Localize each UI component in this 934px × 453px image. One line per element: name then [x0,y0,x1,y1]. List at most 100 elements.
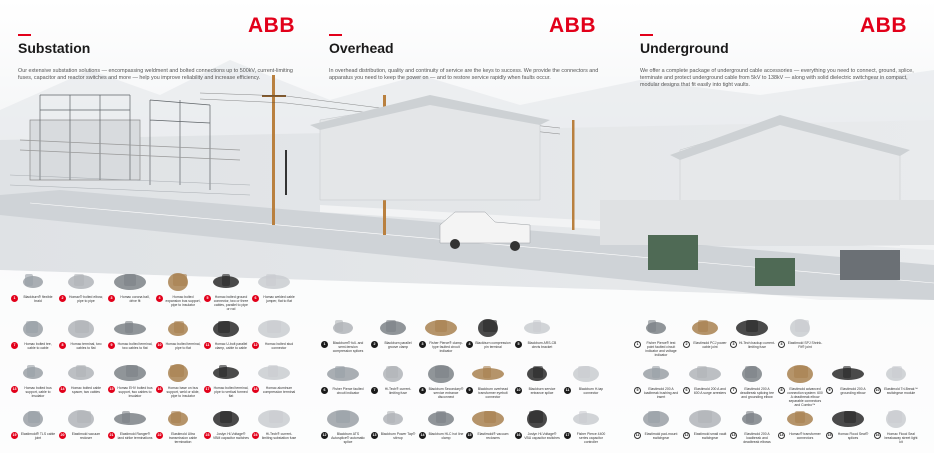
product-label: Homac bolted ground connector, two or th… [213,294,249,311]
product-number-badge: 1 [321,341,328,348]
product-number-badge: 5 [634,387,641,394]
product-number-badge: 10 [874,387,881,394]
product-number-badge: 16 [874,432,881,439]
product-label: Homac Flood Seal® splices [837,431,869,440]
product-label: Hi-Tech® current-limiting substation fus… [261,431,297,440]
title-accent-bar [640,34,653,36]
product-label: Elastimold Ranger® land strike terminati… [117,431,153,440]
pickup-truck [439,211,531,251]
product-image [254,359,294,385]
product-label: Elastimold small vault switchgear [693,431,727,440]
product-number-badge: 5 [515,341,522,348]
product-number-badge: 12 [321,432,328,439]
product-number-badge: 10 [515,387,522,394]
product-number-badge: 11 [204,342,211,349]
product-image [206,268,246,294]
product-image [876,360,916,386]
product-number-badge: 8 [778,387,785,394]
product-label: Elastimold 200 A loadbreak bushing and i… [643,386,679,399]
product-image [158,268,198,294]
product-label: Blackburn® full- and semi-tension compre… [332,340,364,353]
product-image [373,314,413,340]
product-image [636,405,676,431]
product-number-badge: 2 [371,341,378,348]
product-label: Homac bolted terminal, pipe to flat [165,341,201,350]
product-label: Homac bolted bus support, cable to insul… [24,385,52,398]
product-label: Homac® transformer connectors [789,431,821,440]
product-number-badge: 1 [11,295,18,302]
product-label: Elastimold vacuum recloser [71,431,101,440]
product-image [780,405,820,431]
product-number-badge: 16 [156,386,163,393]
substation-structure [19,94,241,190]
product-label: Fisher Pierce® test point faulted circui… [645,340,677,357]
product-image [61,268,101,294]
product-label: Homac bolted expansion bus support, pipe… [165,294,201,307]
product-number-badge: 17 [564,432,571,439]
product-image [517,314,557,340]
product-number-badge: 15 [826,432,833,439]
product-number-badge: 2 [59,295,66,302]
product-label: Homac U-bolt parallel clamp, cable to ca… [214,341,248,350]
road [0,190,934,300]
product-label: Blackburn service entrance splice [528,386,556,395]
product-image [828,405,868,431]
product-image [685,405,725,431]
product-image [828,360,868,386]
product-label: Fisher Pierce faulted circuit indicator [332,386,364,395]
product-number-badge: 22 [156,432,163,439]
abb-logo: ABB [549,14,596,37]
product-number-badge: 4 [778,341,785,348]
product-label: Joslyn Hi-Voltage® VBU capacitor switche… [524,431,560,440]
product-image [468,360,508,386]
product-image [421,360,461,386]
product-number-badge: 9 [826,387,833,394]
houses [310,95,934,246]
product-image [323,360,363,386]
product-label: Elastimold 200 A grounding elbow [840,386,866,395]
product-label: Joslyn Hi-Voltage® VBM capacitor switche… [213,431,249,440]
product-label: Hi-Tech® current-limiting fuse [384,386,412,395]
product-number-badge: 3 [419,341,426,348]
product-image [636,360,676,386]
section-title: Overhead [329,40,394,56]
product-image [421,314,461,340]
product-image [468,314,508,340]
product-number-badge: 3 [108,295,115,302]
product-label: Elastimold 200 A loadbreak and deadbreak… [743,431,771,444]
product-number-badge: 10 [156,342,163,349]
product-number-badge: 14 [419,432,426,439]
product-label: Fisher Pierce 4400 series capacitor cont… [576,431,606,444]
product-image [254,268,294,294]
product-label: Homac base on bus support, weld or slide… [166,385,200,398]
product-number-badge: 5 [204,295,211,302]
product-label: Blackburn Power Tap® stirrup [380,431,416,440]
product-number-badge: 4 [156,295,163,302]
product-label: Elastimold pad-mount switchgear [644,431,678,440]
product-image [732,360,772,386]
product-number-badge: 11 [634,432,641,439]
product-image [517,360,557,386]
product-number-badge: 4 [466,341,473,348]
product-image [566,360,606,386]
product-label: Elastimold 200 A deadbreak splicing tee … [740,386,774,399]
section-intro: We offer a complete package of undergrou… [640,68,914,88]
product-label: Blackburn compression pin terminal [475,340,511,349]
title-accent-bar [18,34,31,36]
product-number-badge: 7 [11,342,18,349]
product-label: Homac terminal, two cables to flat [70,341,102,350]
product-number-badge: 17 [204,386,211,393]
product-label: Elastimold® TLS cable joint [20,431,56,440]
product-label: Homac welded cable jumper, flat to flat [263,294,295,303]
product-label: Elastimold 200 A and 600 A surge arreste… [693,386,727,395]
section-title: Underground [640,40,729,56]
product-number-badge: 8 [59,342,66,349]
product-image [110,268,150,294]
product-image [517,405,557,431]
product-image [13,315,53,341]
product-label: Blackburn Secondary® service entrance di… [428,386,464,399]
product-image [373,360,413,386]
product-image [110,315,150,341]
section-underground: Underground We offer a complete package … [622,0,933,453]
